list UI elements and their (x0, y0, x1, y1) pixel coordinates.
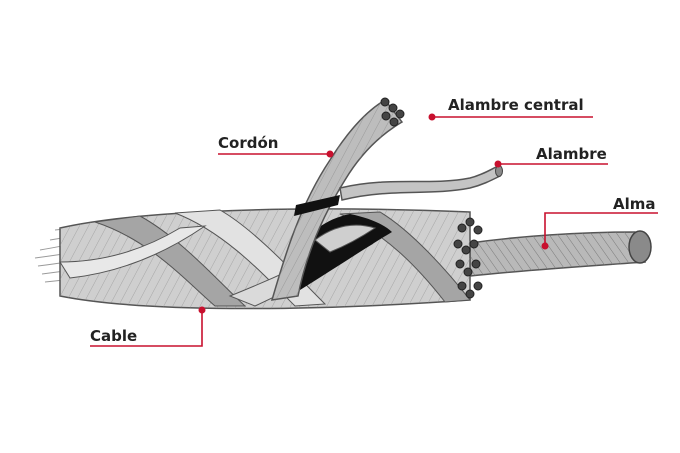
label-alma: Alma (613, 195, 656, 213)
anchor-alambre-central (428, 113, 436, 121)
anchor-cordon (326, 150, 334, 158)
strand-tip-wires (380, 97, 405, 127)
label-alambre: Alambre (536, 145, 607, 163)
anchor-alambre (494, 160, 502, 168)
label-cable: Cable (90, 327, 138, 345)
label-cordon: Cordón (218, 134, 279, 152)
leader-lines (90, 116, 658, 347)
single-wire (339, 164, 503, 201)
cable-strands (59, 208, 471, 310)
leader-alma (544, 212, 658, 246)
anchor-dots (198, 113, 549, 314)
anchor-alma (541, 242, 549, 250)
strand-ends (453, 217, 483, 299)
leader-cable (90, 310, 203, 347)
rope-core (469, 230, 652, 277)
label-alambre-central: Alambre central (448, 96, 584, 114)
anchor-cable (198, 306, 206, 314)
